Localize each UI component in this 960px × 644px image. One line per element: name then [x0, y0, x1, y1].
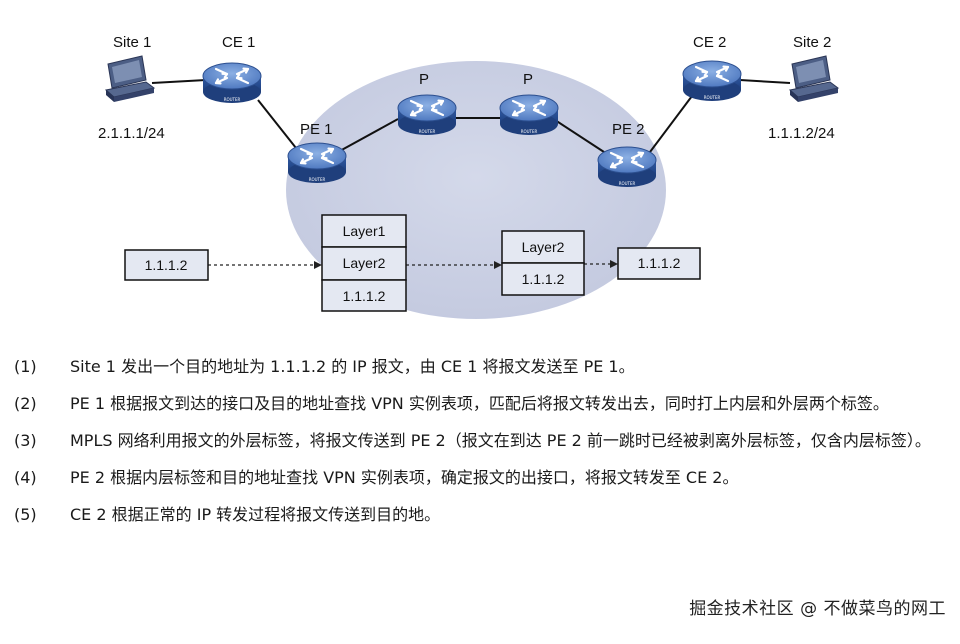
- packet-final-ip: 1.1.1.2: [638, 255, 681, 271]
- pe2-router-icon: ROUTER: [596, 145, 658, 189]
- step-number: (3): [14, 431, 37, 450]
- link-p-pe2: [554, 119, 605, 153]
- step-text: Site 1 发出一个目的地址为 1.1.1.2 的 IP 报文，由 CE 1 …: [70, 357, 635, 376]
- step-item: (3) MPLS 网络利用报文的外层标签，将报文传送到 PE 2（报文在到达 P…: [14, 426, 949, 456]
- ce1-label: CE 1: [222, 34, 255, 51]
- link-pe1-p: [337, 118, 399, 153]
- pe1-router-icon: ROUTER: [286, 141, 348, 185]
- step-item: (2) PE 1 根据报文到达的接口及目的地址查找 VPN 实例表项，匹配后将报…: [14, 389, 949, 419]
- packet-initial: 1.1.1.2: [124, 249, 209, 281]
- topology-links: [151, 79, 791, 153]
- step-item: (1) Site 1 发出一个目的地址为 1.1.1.2 的 IP 报文，由 C…: [14, 352, 949, 382]
- p1-router-icon: ROUTER: [396, 93, 458, 137]
- router-badge: ROUTER: [619, 181, 636, 186]
- site1-ip-label: 2.1.1.1/24: [98, 125, 165, 142]
- step-item: (4) PE 2 根据内层标签和目的地址查找 VPN 实例表项，确定报文的出接口…: [14, 463, 949, 493]
- arrowhead-3: [610, 260, 618, 268]
- stack-pe1-inner-label: Layer2: [343, 255, 386, 271]
- router-badge: ROUTER: [419, 129, 436, 134]
- router-badge: ROUTER: [521, 129, 538, 134]
- pe1-label: PE 1: [300, 121, 333, 138]
- packet-final: 1.1.1.2: [617, 247, 701, 280]
- stack-pe1-ip: 1.1.1.2: [343, 288, 386, 304]
- watermark: 掘金技术社区 @ 不做菜鸟的网工: [689, 599, 946, 619]
- router-badge: ROUTER: [704, 95, 721, 100]
- p2-label: P: [523, 71, 533, 88]
- step-number: (5): [14, 505, 37, 524]
- ce2-router-icon: ROUTER: [681, 59, 743, 103]
- link-pe2-ce2: [649, 95, 693, 153]
- router-badge: ROUTER: [224, 97, 241, 102]
- p1-label: P: [419, 71, 429, 88]
- step-text: PE 2 根据内层标签和目的地址查找 VPN 实例表项，确定报文的出接口，将报文…: [70, 468, 739, 487]
- step-item: (5) CE 2 根据正常的 IP 转发过程将报文传送到目的地。: [14, 500, 949, 530]
- step-text: MPLS 网络利用报文的外层标签，将报文传送到 PE 2（报文在到达 PE 2 …: [70, 431, 931, 450]
- link-ce2-site2: [739, 79, 791, 84]
- arrowhead-1: [314, 261, 322, 269]
- pe2-label: PE 2: [612, 121, 645, 138]
- step-list: (1) Site 1 发出一个目的地址为 1.1.1.2 的 IP 报文，由 C…: [14, 352, 949, 537]
- step-number: (4): [14, 468, 37, 487]
- site2-ip-label: 1.1.1.2/24: [768, 125, 835, 142]
- stack-p-ip: 1.1.1.2: [522, 271, 565, 287]
- step-text: CE 2 根据正常的 IP 转发过程将报文传送到目的地。: [70, 505, 441, 524]
- arrowhead-2: [494, 261, 502, 269]
- p2-router-icon: ROUTER: [498, 93, 560, 137]
- ce1-router-icon: ROUTER: [201, 61, 263, 105]
- stack-pe1-outer-label: Layer1: [343, 223, 386, 239]
- link-ce1-pe1: [257, 99, 297, 149]
- site1-computer-icon: [105, 55, 155, 103]
- packet-stack-p: Layer2 1.1.1.2: [501, 230, 585, 296]
- link-site1-ce1: [151, 79, 207, 84]
- site1-label: Site 1: [113, 34, 151, 51]
- ce2-label: CE 2: [693, 34, 726, 51]
- step-number: (2): [14, 394, 37, 413]
- packet-stack-pe1: Layer1 Layer2 1.1.1.2: [321, 214, 407, 312]
- packet-flow-arrows: [208, 263, 612, 266]
- stack-p-label: Layer2: [522, 239, 565, 255]
- router-badge: ROUTER: [309, 177, 326, 182]
- step-text: PE 1 根据报文到达的接口及目的地址查找 VPN 实例表项，匹配后将报文转发出…: [70, 394, 889, 413]
- packet-initial-ip: 1.1.1.2: [145, 257, 188, 273]
- site2-computer-icon: [789, 55, 839, 103]
- step-number: (1): [14, 357, 37, 376]
- site2-label: Site 2: [793, 34, 831, 51]
- vpn-topology-diagram: ROUTER ROUTER ROUTER ROUTER ROUTER ROUTE…: [98, 34, 839, 319]
